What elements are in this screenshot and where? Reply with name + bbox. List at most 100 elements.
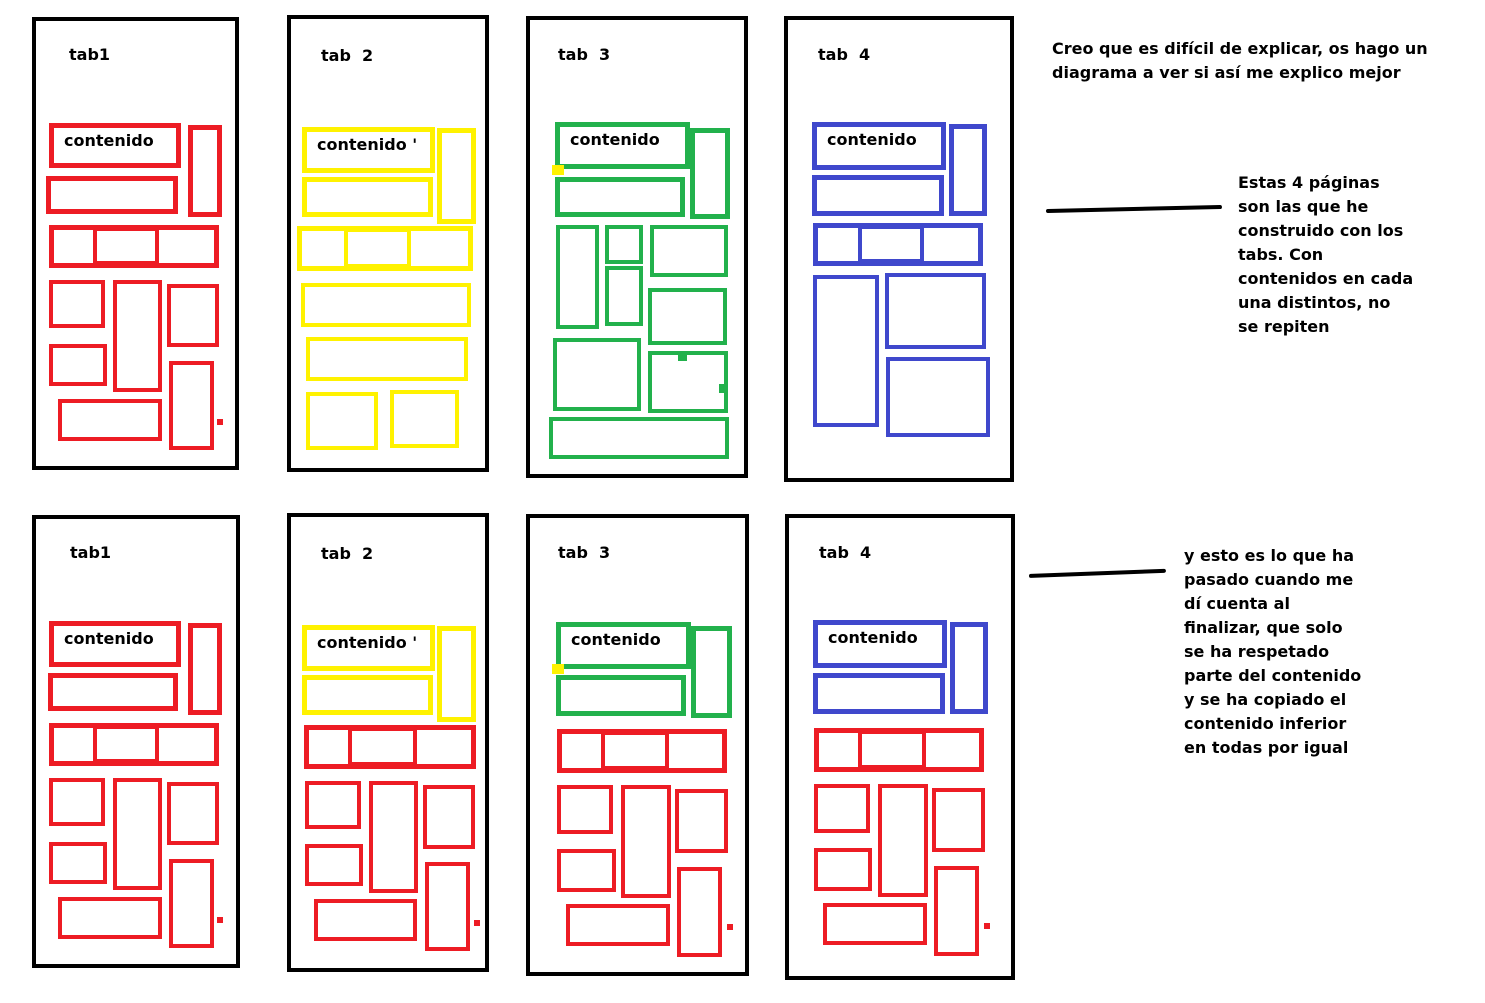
note-line: diagrama a ver si así me explico mejor xyxy=(1052,63,1401,82)
grid-box xyxy=(49,842,107,884)
content-box: contenido xyxy=(813,620,947,668)
content-label: contenido ' xyxy=(317,633,418,652)
grid-box xyxy=(553,338,641,411)
dot-mark xyxy=(552,664,564,674)
note-line: finalizar, que solo xyxy=(1184,618,1343,637)
grid-box xyxy=(885,273,986,349)
grid-box xyxy=(167,284,219,347)
panel-bottom-tab2: tab 2 contenido ' xyxy=(287,513,489,972)
side-box xyxy=(950,622,988,714)
content-box: contenido ' xyxy=(302,127,435,173)
dot-mark xyxy=(678,352,687,361)
grid-box xyxy=(169,859,214,948)
content-label: contenido xyxy=(570,130,660,149)
content-box: contenido xyxy=(812,122,946,170)
dot-mark xyxy=(984,923,990,929)
pointer-stroke xyxy=(1028,568,1166,578)
panel-top-tab3: tab 3 contenido xyxy=(526,16,748,478)
note-line: parte del contenido xyxy=(1184,666,1362,685)
grid-box xyxy=(425,862,470,951)
grid-box xyxy=(306,392,378,450)
note-line: contenido inferior xyxy=(1184,714,1347,733)
note-line: contenidos en cada xyxy=(1238,269,1414,288)
grid-box xyxy=(813,275,879,427)
side-box xyxy=(690,128,730,219)
grid-box xyxy=(814,784,870,833)
side-box xyxy=(437,626,476,722)
bar-box xyxy=(555,177,685,217)
content-box: contenido xyxy=(555,122,690,169)
grid-box xyxy=(49,778,105,826)
grid-box xyxy=(621,785,671,898)
panel-top-tab4: tab 4 contenido xyxy=(784,16,1014,482)
grid-box xyxy=(566,904,670,946)
note-line: Creo que es difícil de explicar, os hago… xyxy=(1052,39,1428,58)
grid-box xyxy=(932,788,985,852)
grid-box xyxy=(557,849,616,892)
note-top: Estas 4 páginas son las que he construid… xyxy=(1238,171,1413,339)
content-box: contenido xyxy=(49,621,181,667)
content-box: contenido xyxy=(556,622,691,669)
content-label: contenido xyxy=(64,629,154,648)
panel-bottom-tab1: tab1 contenido xyxy=(32,515,240,968)
row-cell xyxy=(344,228,411,268)
content-box: contenido ' xyxy=(302,625,435,671)
content-label: contenido xyxy=(64,131,154,150)
content-box: contenido xyxy=(49,123,181,168)
grid-box xyxy=(648,351,728,413)
panel-bottom-tab3: tab 3 contenido xyxy=(526,514,749,976)
grid-box xyxy=(886,357,990,437)
grid-box xyxy=(113,778,162,890)
grid-box xyxy=(58,897,162,939)
grid-box xyxy=(677,867,722,957)
content-label: contenido xyxy=(827,130,917,149)
note-line: construido con los xyxy=(1238,221,1404,240)
bar-box xyxy=(556,675,686,716)
side-box xyxy=(188,125,222,217)
note-line: y se ha copiado el xyxy=(1184,690,1347,709)
grid-box xyxy=(305,781,361,829)
content-label: contenido ' xyxy=(317,135,418,154)
tab-title: tab 3 xyxy=(558,543,611,562)
tab-title: tab1 xyxy=(69,45,111,64)
panel-top-tab2: tab 2 contenido ' xyxy=(287,15,489,472)
dot-mark xyxy=(217,917,223,923)
grid-box xyxy=(167,782,219,845)
grid-box xyxy=(49,344,107,386)
bar-box xyxy=(813,673,945,714)
pointer-stroke xyxy=(1045,205,1223,213)
note-line: en todas por igual xyxy=(1184,738,1349,757)
tab-title: tab 2 xyxy=(321,46,374,65)
bar-box xyxy=(302,177,433,217)
note-line: Estas 4 páginas xyxy=(1238,173,1380,192)
dot-mark xyxy=(727,924,733,930)
grid-box xyxy=(605,266,643,326)
tab-title: tab 2 xyxy=(321,544,374,563)
grid-box xyxy=(390,390,459,448)
grid-box xyxy=(556,225,599,329)
bar-box xyxy=(46,176,178,214)
dot-mark xyxy=(719,384,726,393)
grid-box xyxy=(169,361,214,450)
grid-box xyxy=(369,781,418,893)
row-cell xyxy=(93,725,159,763)
tab-title: tab 3 xyxy=(558,45,611,64)
grid-box xyxy=(648,288,727,345)
grid-box xyxy=(675,789,728,853)
grid-box xyxy=(58,399,162,441)
note-line: una distintos, no xyxy=(1238,293,1391,312)
row-cell xyxy=(601,731,669,770)
side-box xyxy=(437,128,476,224)
grid-box xyxy=(605,225,643,264)
dot-mark xyxy=(552,165,564,175)
row-cell xyxy=(93,227,159,265)
dot-mark xyxy=(474,920,480,926)
note-line: se ha respetado xyxy=(1184,642,1330,661)
note-line: y esto es lo que ha xyxy=(1184,546,1355,565)
bar-box xyxy=(302,675,433,715)
row-cell xyxy=(858,730,926,769)
note-line: dí cuenta al xyxy=(1184,594,1290,613)
grid-box xyxy=(49,280,105,328)
tab-title: tab 4 xyxy=(818,45,871,64)
note-line: pasado cuando me xyxy=(1184,570,1354,589)
